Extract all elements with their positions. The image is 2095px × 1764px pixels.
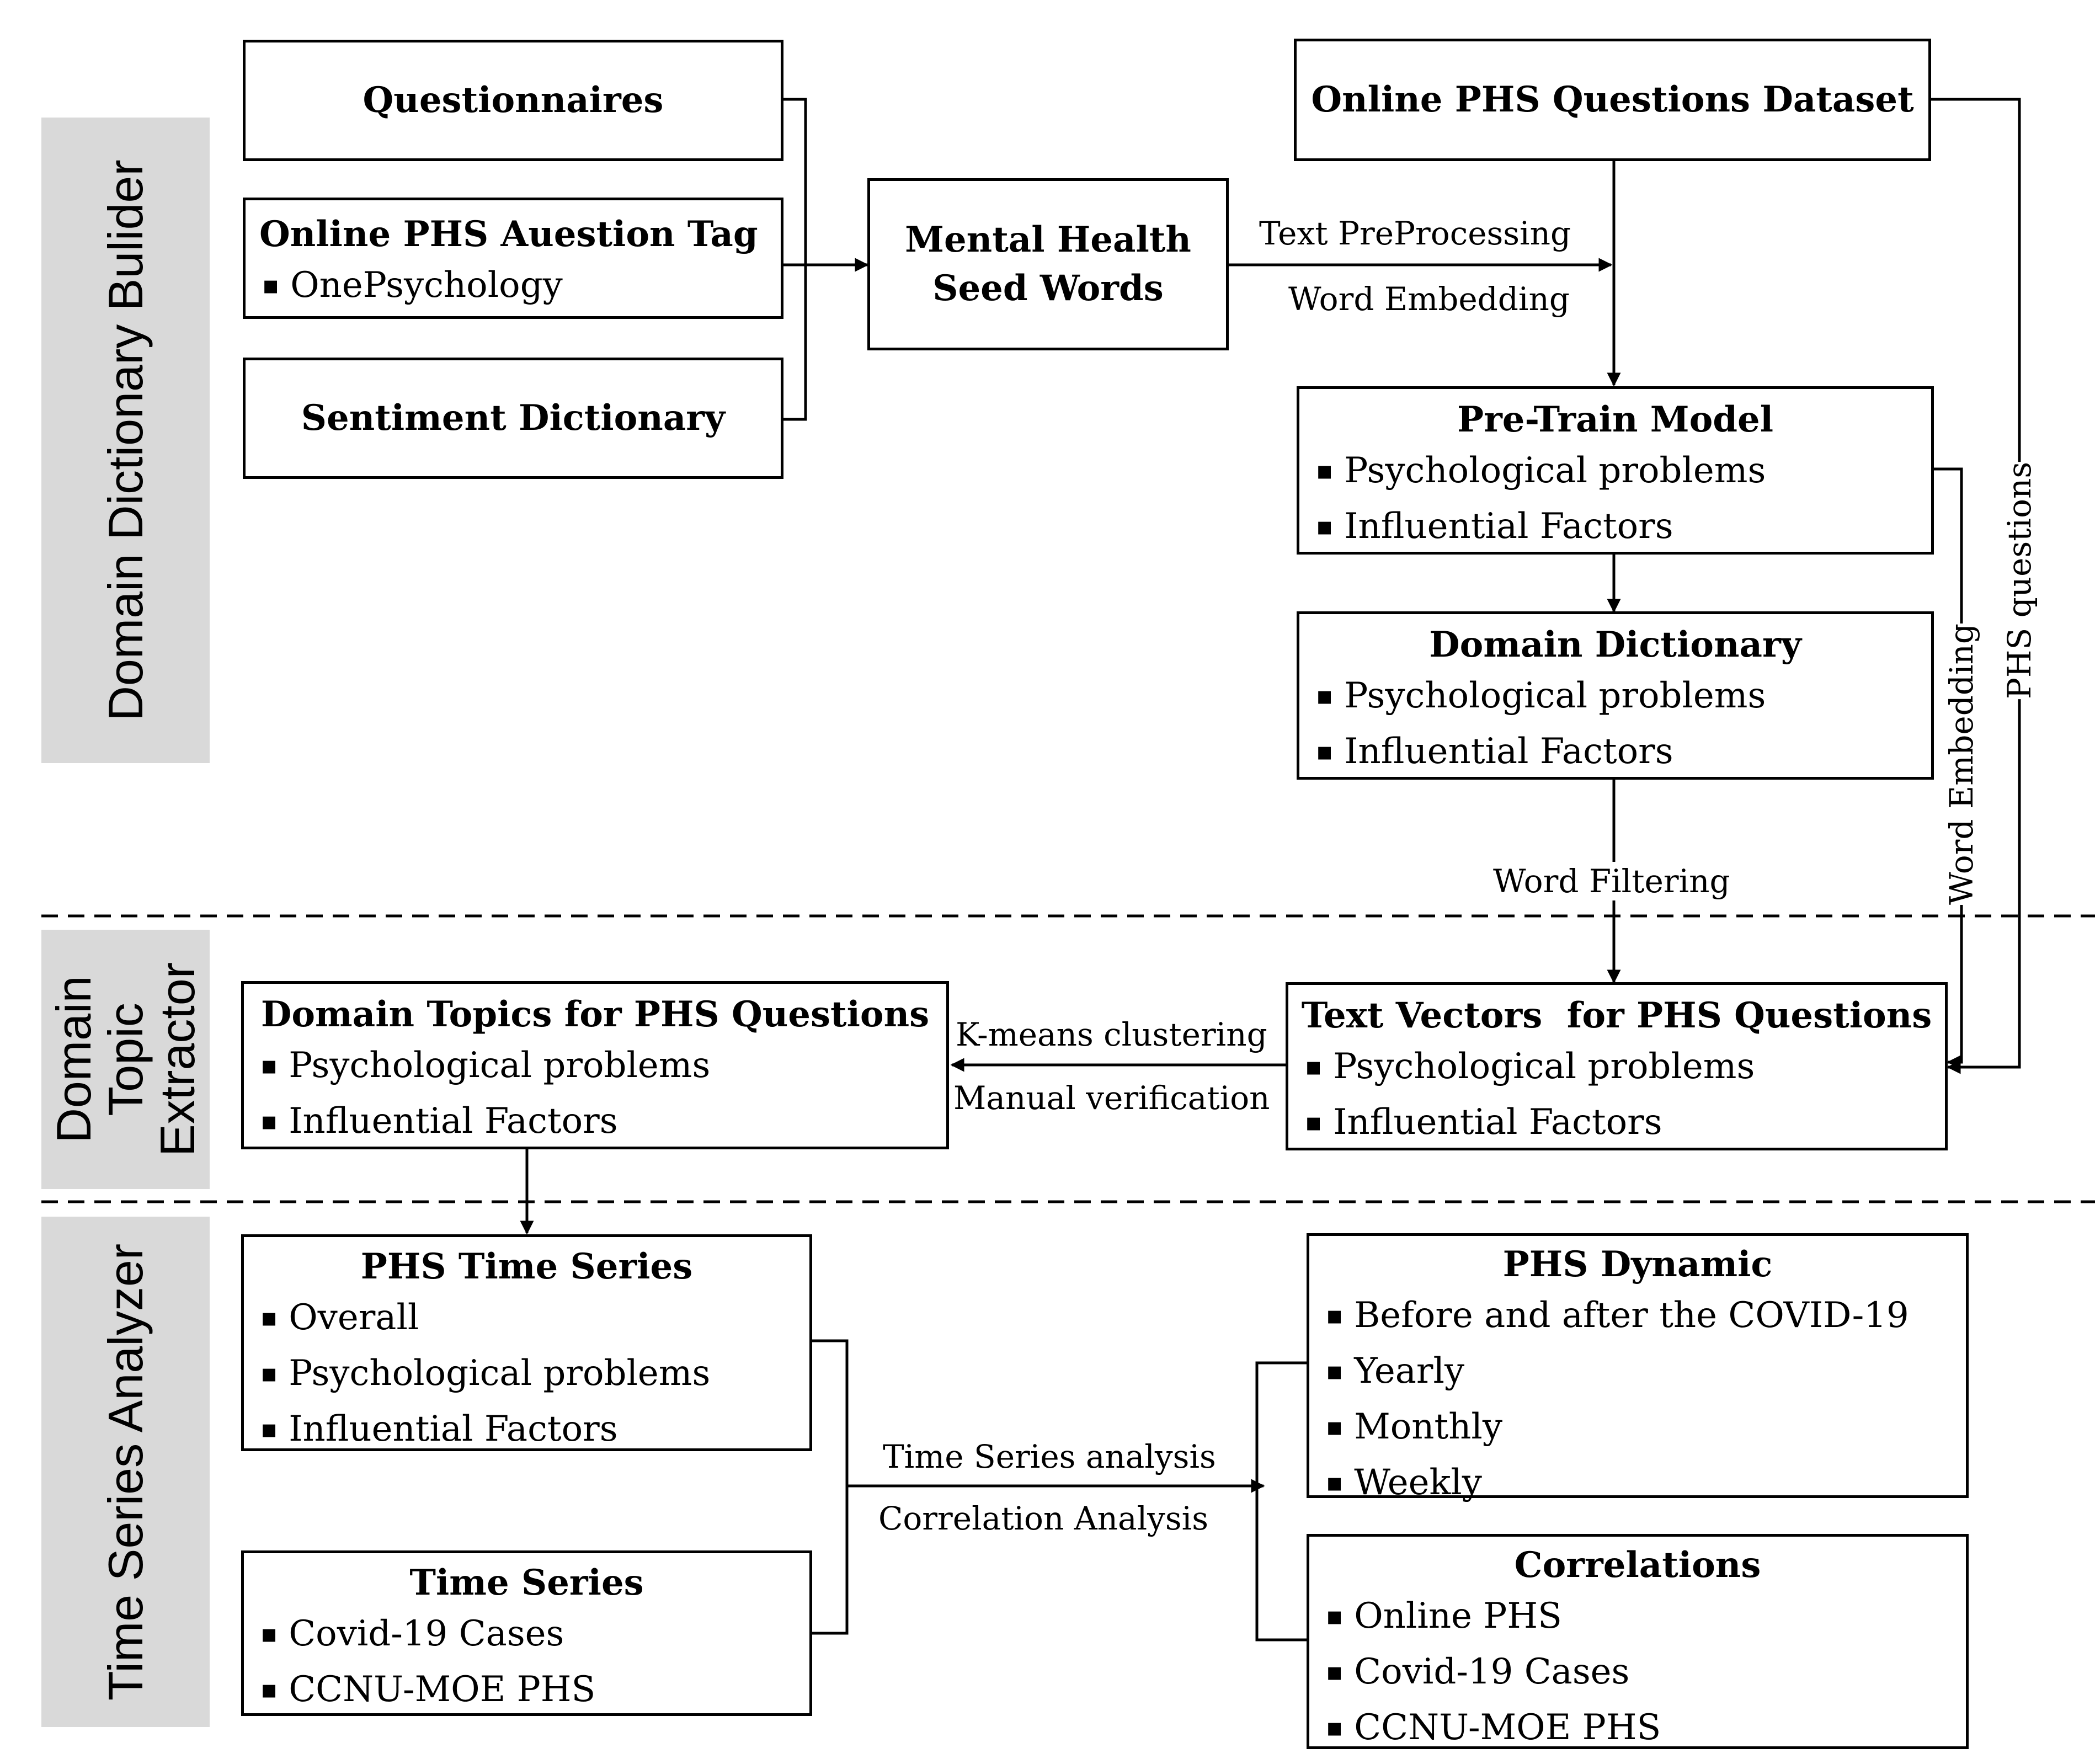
box-item: Influential Factors (244, 1095, 946, 1150)
question-tag-box: Online PHS Auestion Tag OnePsychology (243, 198, 783, 319)
domain-dictionary-box: Domain Dictionary Psychological problems… (1297, 611, 1934, 780)
domain-topics-box: Domain Topics for PHS Questions Psycholo… (241, 981, 949, 1149)
seed-words-box: Mental Health Seed Words (867, 178, 1229, 350)
box-title: Online PHS Auestion Tag (259, 214, 758, 255)
box-title: Correlations (1514, 1544, 1761, 1586)
box-item: CCNU-MOE PHS (1309, 1701, 1966, 1757)
box-title: Domain Dictionary (1429, 624, 1801, 665)
box-item: Covid-19 Cases (244, 1607, 809, 1663)
section-label: Domain Topic Extractor (46, 962, 205, 1157)
section-label-line: Topic (98, 1003, 153, 1116)
edge-label-manual-verification: Manual verification (953, 1079, 1270, 1117)
box-title: Text Vectors for PHS Questions (1301, 995, 1932, 1036)
box-item: Psychological problems (244, 1347, 809, 1403)
text-vectors-box: Text Vectors for PHS Questions Psycholog… (1286, 982, 1948, 1150)
box-title: Questionnaires (363, 79, 664, 121)
section-label: Time Series Analyzer (98, 1243, 153, 1701)
questions-dataset-box: Online PHS Questions Dataset (1294, 39, 1931, 161)
section-label: Domain Dictionary Bulider (98, 159, 153, 721)
box-item: Weekly (1309, 1456, 1966, 1512)
box-title: Online PHS Questions Dataset (1311, 79, 1914, 120)
box-title: Pre-Train Model (1457, 399, 1774, 440)
sentiment-dictionary-box: Sentiment Dictionary (243, 358, 783, 479)
section-dictionary-builder: Domain Dictionary Bulider (41, 118, 210, 763)
section-label-line: Extractor (150, 962, 205, 1157)
box-item: Monthly (1309, 1400, 1966, 1456)
box-item: CCNU-MOE PHS (244, 1663, 809, 1719)
edge-label-phs-questions: PHS questions (2000, 461, 2039, 700)
edge-label-kmeans: K-means clustering (956, 1016, 1267, 1053)
box-item: Covid-19 Cases (1309, 1645, 1966, 1701)
box-item: Influential Factors (1299, 500, 1931, 556)
edge-label-word-filtering: Word Filtering (1490, 862, 1734, 900)
correlations-box: Correlations Online PHS Covid-19 Cases C… (1307, 1534, 1969, 1749)
questionnaires-box: Questionnaires (243, 40, 783, 161)
box-item: Psychological problems (1299, 444, 1931, 500)
phs-time-series-box: PHS Time Series Overall Psychological pr… (241, 1234, 812, 1451)
box-item: Influential Factors (1299, 725, 1931, 781)
section-topic-extractor: Domain Topic Extractor (41, 930, 210, 1189)
section-label-line: Domain (46, 976, 101, 1143)
edge-label-word-embedding: Word Embedding (1288, 280, 1570, 318)
box-item: Psychological problems (244, 1039, 946, 1095)
box-title: Time Series (409, 1562, 644, 1603)
box-item: Before and after the COVID-19 (1309, 1289, 1966, 1345)
edge-label-time-series-analysis: Time Series analysis (883, 1438, 1216, 1475)
box-title: PHS Dynamic (1502, 1244, 1773, 1285)
pretrain-model-box: Pre-Train Model Psychological problems I… (1297, 386, 1934, 555)
box-title-line: Seed Words (932, 268, 1164, 309)
edge-label-text-preprocessing: Text PreProcessing (1259, 215, 1571, 252)
box-title-line: Mental Health (905, 219, 1191, 260)
box-item: Online PHS (1309, 1590, 1966, 1645)
box-item: Psychological problems (1299, 669, 1931, 725)
box-item: OnePsychology (259, 259, 781, 315)
box-item: Yearly (1309, 1345, 1966, 1400)
edge-label-word-embedding-vertical: Word Embedding (1942, 623, 1981, 905)
box-title: PHS Time Series (360, 1246, 693, 1287)
box-item: Influential Factors (1288, 1096, 1945, 1152)
phs-dynamic-box: PHS Dynamic Before and after the COVID-1… (1307, 1233, 1969, 1503)
edge-label-correlation-analysis: Correlation Analysis (878, 1500, 1208, 1537)
box-title: Sentiment Dictionary (301, 397, 726, 439)
box-item: Psychological problems (1288, 1040, 1945, 1096)
section-time-series-analyzer: Time Series Analyzer (41, 1217, 210, 1727)
box-item: Overall (244, 1291, 809, 1347)
box-title: Domain Topics for PHS Questions (260, 994, 930, 1035)
time-series-box: Time Series Covid-19 Cases CCNU-MOE PHS (241, 1550, 812, 1716)
box-item: Influential Factors (244, 1403, 809, 1458)
